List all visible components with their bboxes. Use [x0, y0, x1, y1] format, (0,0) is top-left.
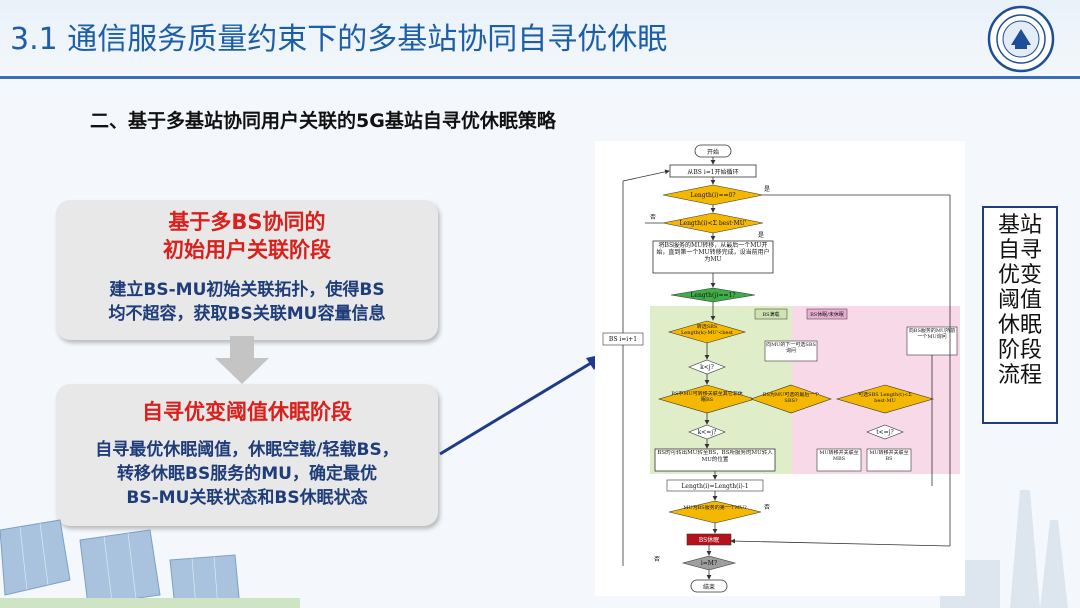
flow-box-ask-next-mu-label: 向BS服务的MU所前一个MU询问 — [908, 328, 956, 340]
flow-cond-lenmu-label: Length(i)<Σ best·MU' — [680, 220, 747, 227]
flow-step-sleep-label: BS休眠 — [699, 536, 720, 544]
page-title: 3.1 通信服务质量约束下的多基站协同自寻优休眠 — [10, 22, 668, 57]
flow-box-next-sbs — [764, 340, 818, 362]
stage1-heading-line1: 基于多BS协同的 — [168, 210, 326, 234]
flow-cond-k-le-j-label: k<=j? — [698, 429, 717, 436]
flow-end-label: 结束 — [703, 583, 715, 591]
stage2-desc-line2: 转移休眠BS服务的MU，确定最优 — [117, 464, 377, 484]
flow-cond-len0-label: Length(i)==0? — [690, 192, 735, 199]
flow-cond-sbs-best — [835, 384, 935, 414]
arrow-down-icon — [215, 336, 269, 384]
side-label-line2: 自寻 — [997, 238, 1042, 263]
side-label-line4: 阈值 — [997, 288, 1042, 313]
flow-cond-sbs-best-label: 可选SBS Length(t)<Σ best·MU — [858, 392, 912, 404]
flow-cond-k-lt-j-label: k<j? — [700, 364, 714, 371]
legend-sleep — [806, 308, 848, 320]
side-label-line3: 优变 — [997, 263, 1042, 288]
flow-end — [690, 579, 728, 593]
header-bar — [0, 0, 1080, 76]
flow-start-label: 开始 — [707, 148, 719, 156]
side-label-line7: 流程 — [997, 363, 1042, 388]
sleep-flowchart: 开始 从BS i=1开始循环 Length(i)==0? 是 Length(i)… — [595, 141, 965, 596]
flow-step-transfer-label: 将BS服务的MU转移，从最后一个MU开始，直到第一个MU转移完成，设当前用户为M… — [656, 242, 770, 263]
stage1-heading: 基于多BS协同的 初始用户关联阶段 — [56, 208, 438, 264]
section-subtitle: 二、基于多基站协同用户关联的5G基站自寻优休眠策略 — [90, 110, 556, 132]
stage1-desc-line2: 均不超容，获取BS关联MU容量信息 — [108, 304, 386, 324]
flow-cond-lenj-label: Length(j)==1? — [690, 292, 735, 299]
flow-box-mu-to-mbs-label: MU转移并关联至MBS — [819, 450, 859, 462]
stage1-heading-line2: 初始用户关联阶段 — [163, 238, 331, 262]
flow-no-1: 否 — [650, 214, 656, 221]
flow-step-transfer — [652, 240, 774, 274]
legend-full — [754, 308, 788, 320]
flow-cond-sbs-assoc-label: BS中MU可转移关联至其它非休眠BS — [671, 391, 743, 403]
stage2-desc-line3: BS-MU关联状态和BS休眠状态 — [126, 488, 368, 508]
flow-no-end: 否 — [654, 556, 660, 563]
stage2-card: 自寻优变阈值休眠阶段 自寻最优休眠阈值，休眠空载/轻载BS， 转移休眠BS服务的… — [56, 384, 438, 526]
flow-no-bottom: 否 — [764, 504, 770, 511]
flow-cond-first-mu-label: MU为BS服务的第一个MU? — [683, 505, 747, 511]
flow-loop-start-label: 从BS i=1开始循环 — [687, 168, 738, 176]
flow-cond-mbs-avail-label: BS为MU可选的最后一个SBS? — [762, 392, 820, 404]
flow-box-i-inc-label: BS i=i+1 — [609, 336, 637, 343]
stage2-heading: 自寻优变阈值休眠阶段 — [142, 400, 352, 424]
flow-box-mu-to-mbs — [816, 448, 862, 472]
flow-cond-end-label: i=M? — [701, 560, 717, 567]
flow-box-mu-to-bs-label: MU转移并关联至BS — [869, 450, 909, 462]
arrow-right-diagonal-icon — [439, 354, 604, 456]
university-seal-icon — [987, 5, 1055, 73]
flow-box-ask-next-mu — [906, 326, 958, 356]
side-label-line6: 阶段 — [997, 338, 1042, 363]
solar-panel-illustration — [0, 519, 300, 608]
flow-yes-1: 是 — [764, 186, 770, 193]
flow-cond-t-le-j-label: t<=j? — [876, 429, 894, 436]
flow-yes-2: 是 — [758, 232, 764, 239]
stage2-desc-line1: 自寻最优休眠阈值，休眠空载/轻载BS， — [95, 440, 399, 460]
flow-cond-t-le-j — [866, 424, 904, 440]
flowchart-caption-box: 基站 自寻 优变 阈值 休眠 阶段 流程 — [982, 206, 1058, 424]
flow-cond-sbs-label: 转选SBS Length(k)·MU'<best — [680, 324, 734, 336]
stage1-desc-line1: 建立BS-MU初始关联拓扑，使得BS — [109, 280, 385, 300]
flow-step-len-dec-label: Length(i)=Length(i)-1 — [681, 483, 748, 490]
flow-box-next-sbs-label: 向MU的下一可选SBS询问 — [766, 342, 816, 354]
stage1-description: 建立BS-MU初始关联拓扑，使得BS 均不超容，获取BS关联MU容量信息 — [56, 278, 438, 326]
side-label-line5: 休眠 — [997, 313, 1042, 338]
stage1-card: 基于多BS协同的 初始用户关联阶段 建立BS-MU初始关联拓扑，使得BS 均不超… — [56, 200, 438, 340]
header-divider — [0, 76, 1080, 79]
flow-box-mu-to-bs — [866, 448, 912, 472]
flow-step-sleep-report-label: BS的可转出MU转至BS，BS所服务的MU转入MU的位置 — [657, 450, 773, 463]
side-label-line1: 基站 — [997, 213, 1042, 238]
legend-sleep-label: BS休眠/未休眠 — [810, 311, 844, 318]
legend-full-label: BS满载 — [762, 311, 779, 318]
flow-cond-mbs-avail — [750, 384, 832, 414]
stage2-description: 自寻最优休眠阈值，休眠空载/轻载BS， 转移休眠BS服务的MU，确定最优 BS-… — [56, 438, 438, 510]
